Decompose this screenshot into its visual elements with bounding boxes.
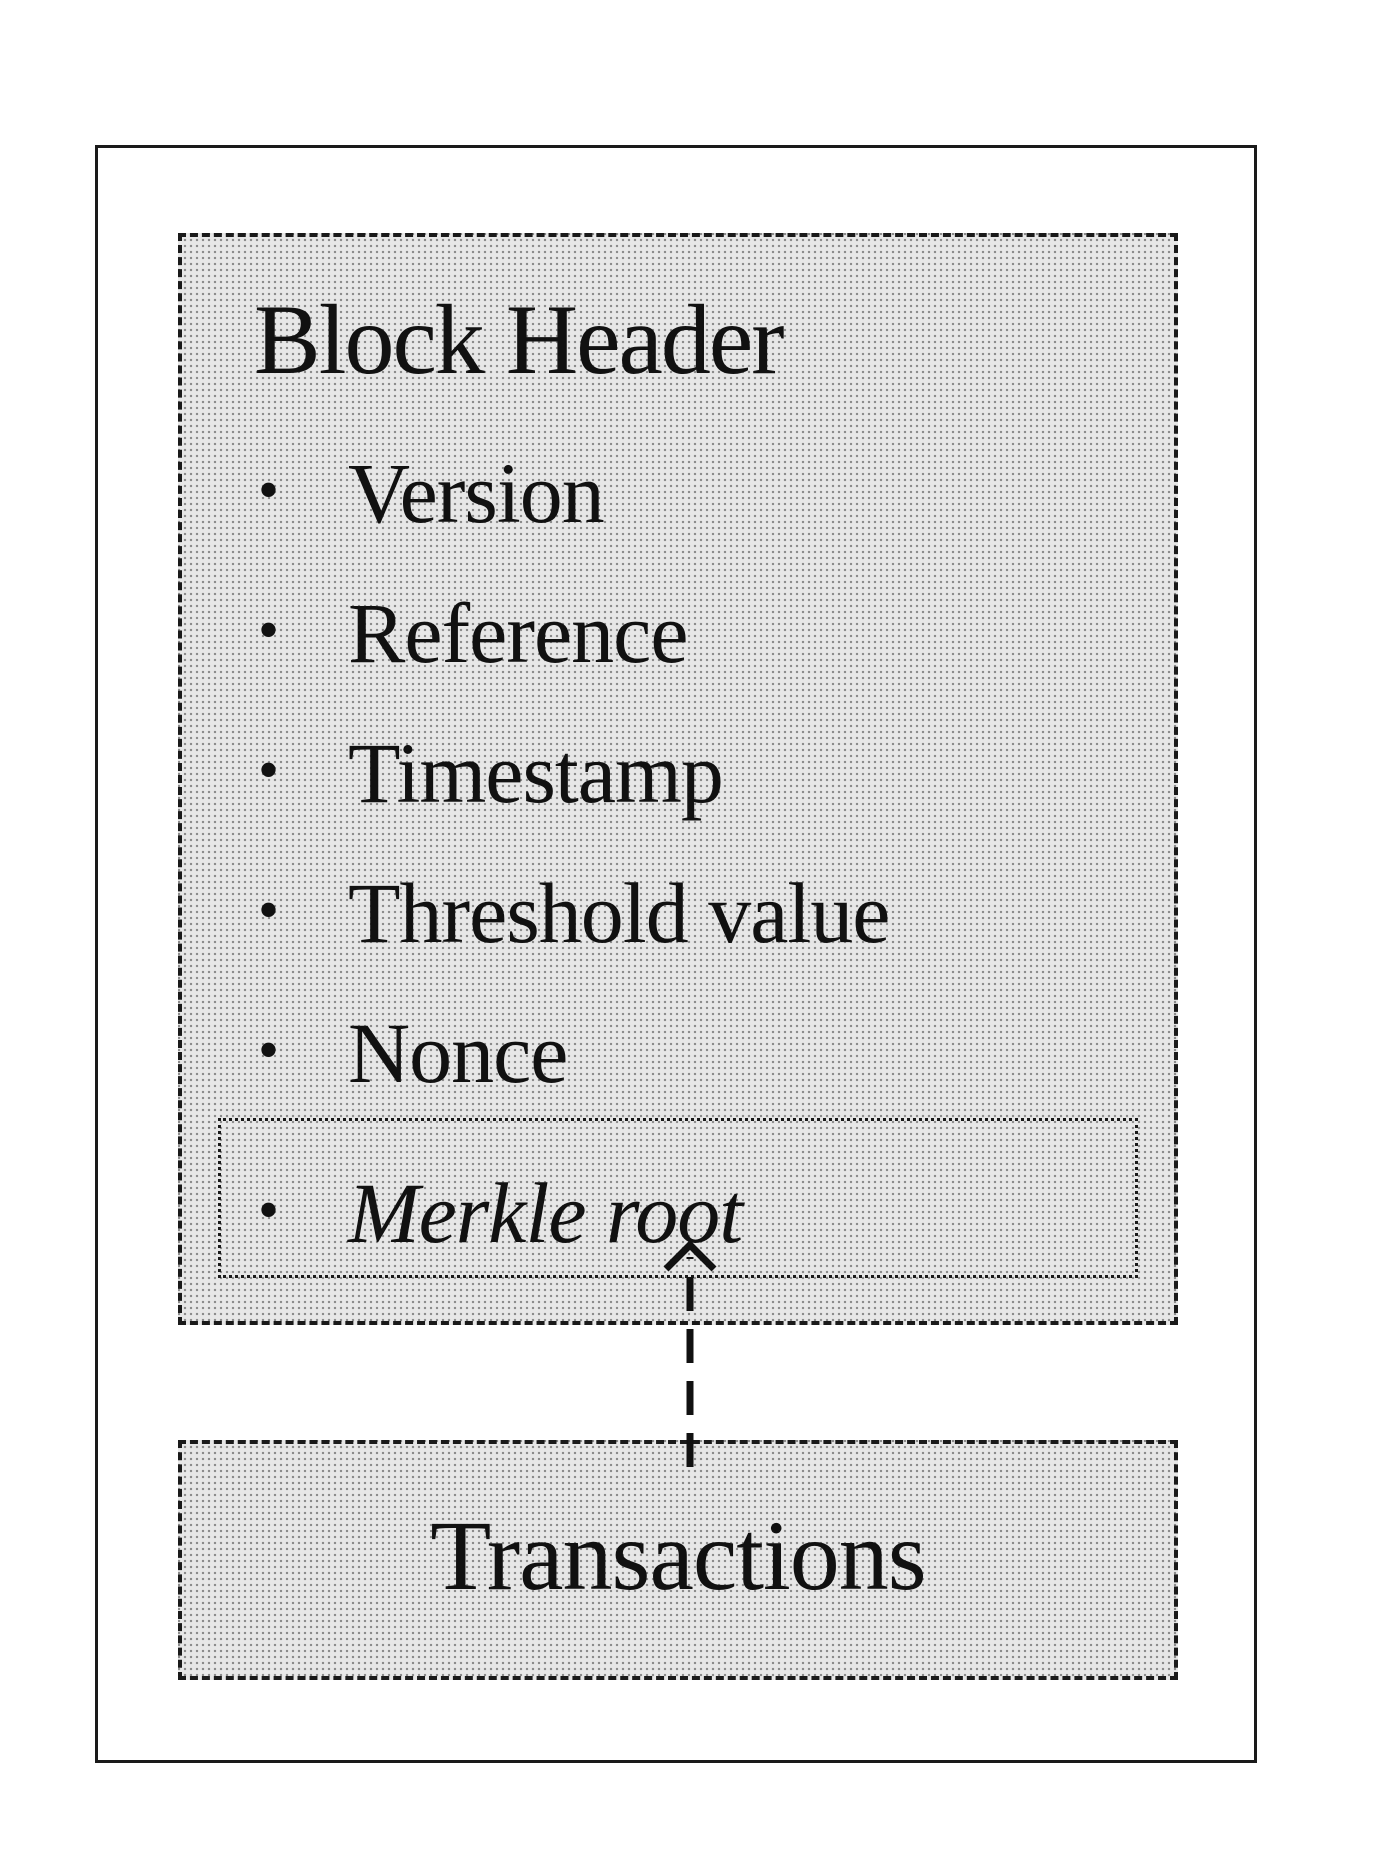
block-header-box	[178, 233, 1178, 1325]
field-threshold-value: •Threshold value	[258, 870, 890, 1010]
field-label: Merkle root	[348, 1165, 743, 1261]
block-header-field-list: •Version •Reference •Timestamp •Threshol…	[258, 450, 890, 1150]
merkle-root-box	[218, 1118, 1138, 1278]
bullet-icon: •	[258, 877, 279, 943]
bullet-icon: •	[258, 597, 279, 663]
block-header-title: Block Header	[254, 284, 785, 395]
arrow-head	[663, 1240, 717, 1272]
field-merkle-root: •Merkle root	[258, 1170, 743, 1256]
bullet-icon: •	[258, 1177, 279, 1243]
field-nonce: •Nonce	[258, 1010, 889, 1150]
bullet-icon: •	[258, 737, 279, 803]
field-reference: •Reference	[258, 590, 889, 730]
field-label: Threshold value	[348, 865, 890, 961]
transactions-box: Transactions	[178, 1440, 1178, 1680]
field-timestamp: •Timestamp	[258, 730, 889, 870]
field-label: Reference	[348, 585, 688, 681]
field-version: •Version	[258, 450, 889, 590]
field-label: Version	[348, 445, 605, 541]
bullet-icon: •	[258, 1017, 279, 1083]
bullet-icon: •	[258, 457, 279, 523]
dashed-up-arrow-icon	[663, 1240, 717, 1467]
field-label: Timestamp	[348, 725, 724, 821]
field-label: Nonce	[348, 1005, 568, 1101]
transactions-label: Transactions	[430, 1500, 926, 1611]
